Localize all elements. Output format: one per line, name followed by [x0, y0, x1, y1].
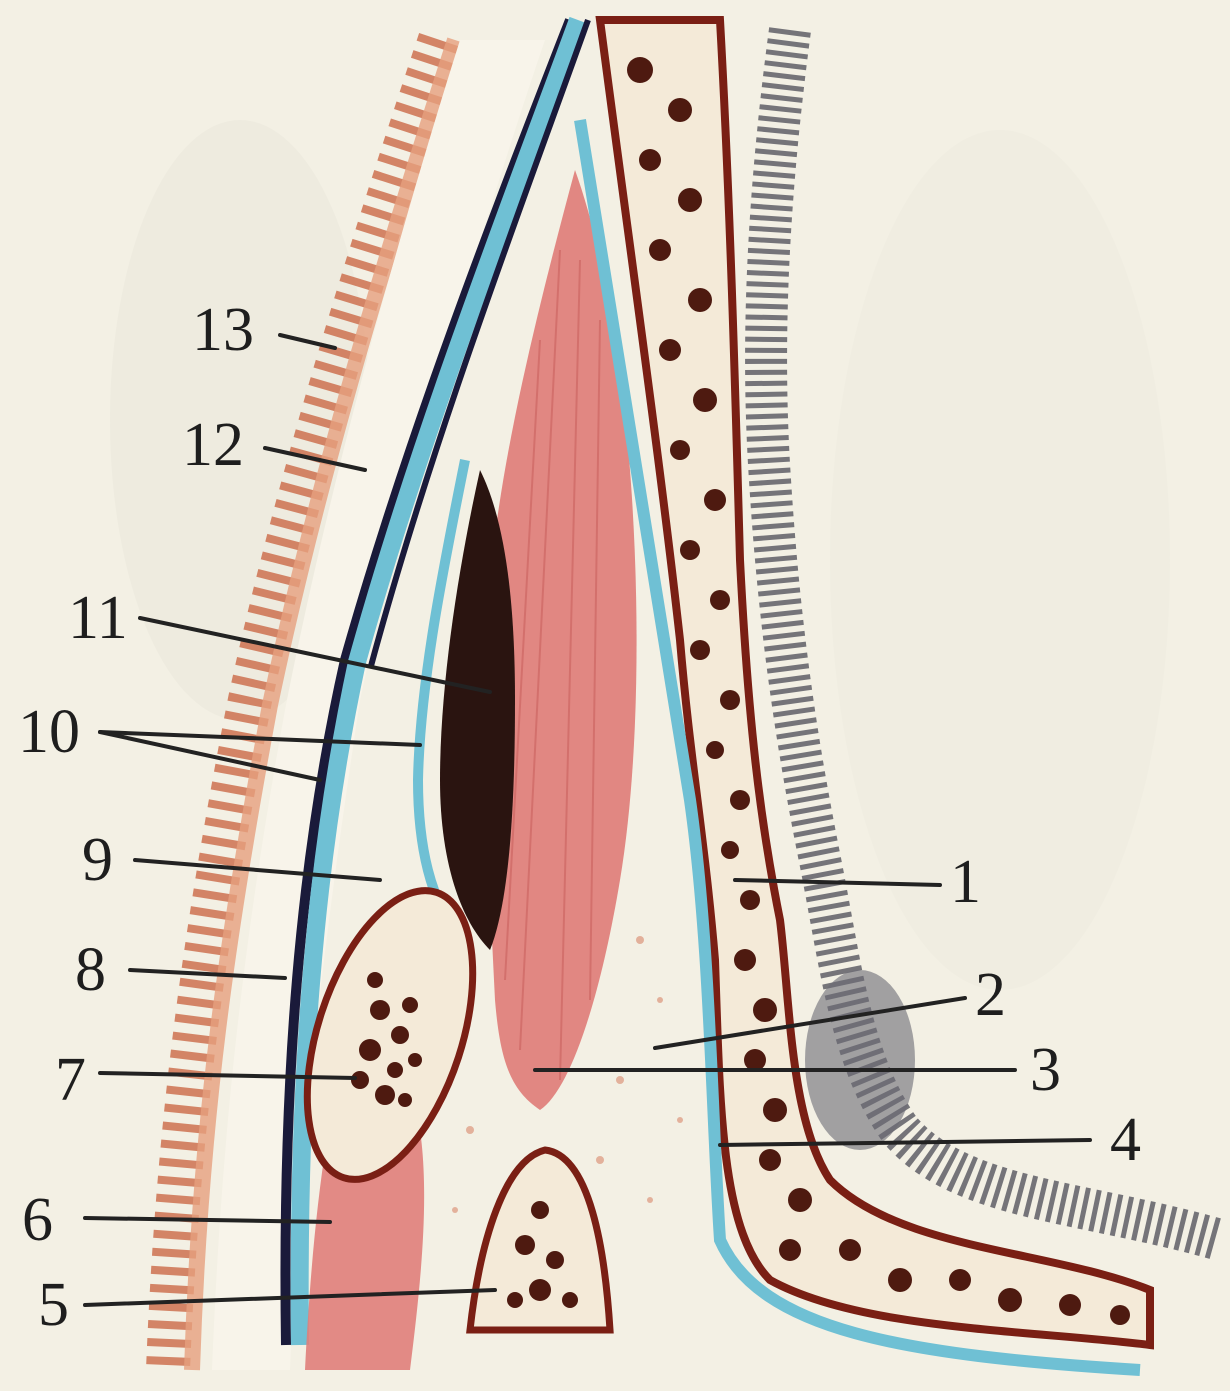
- label-9: 9: [82, 826, 113, 894]
- label-12: 12: [182, 411, 244, 479]
- label-8: 8: [75, 936, 106, 1004]
- label-5: 5: [38, 1271, 69, 1339]
- label-11: 11: [68, 584, 128, 652]
- label-7: 7: [55, 1046, 86, 1114]
- label-10: 10: [18, 698, 80, 766]
- lower-gland: [470, 1150, 610, 1330]
- label-13: 13: [192, 296, 254, 364]
- label-3: 3: [1030, 1036, 1061, 1104]
- label-4: 4: [1110, 1106, 1141, 1174]
- label-6: 6: [22, 1186, 53, 1254]
- label-2: 2: [975, 961, 1006, 1029]
- label-1: 1: [950, 848, 981, 916]
